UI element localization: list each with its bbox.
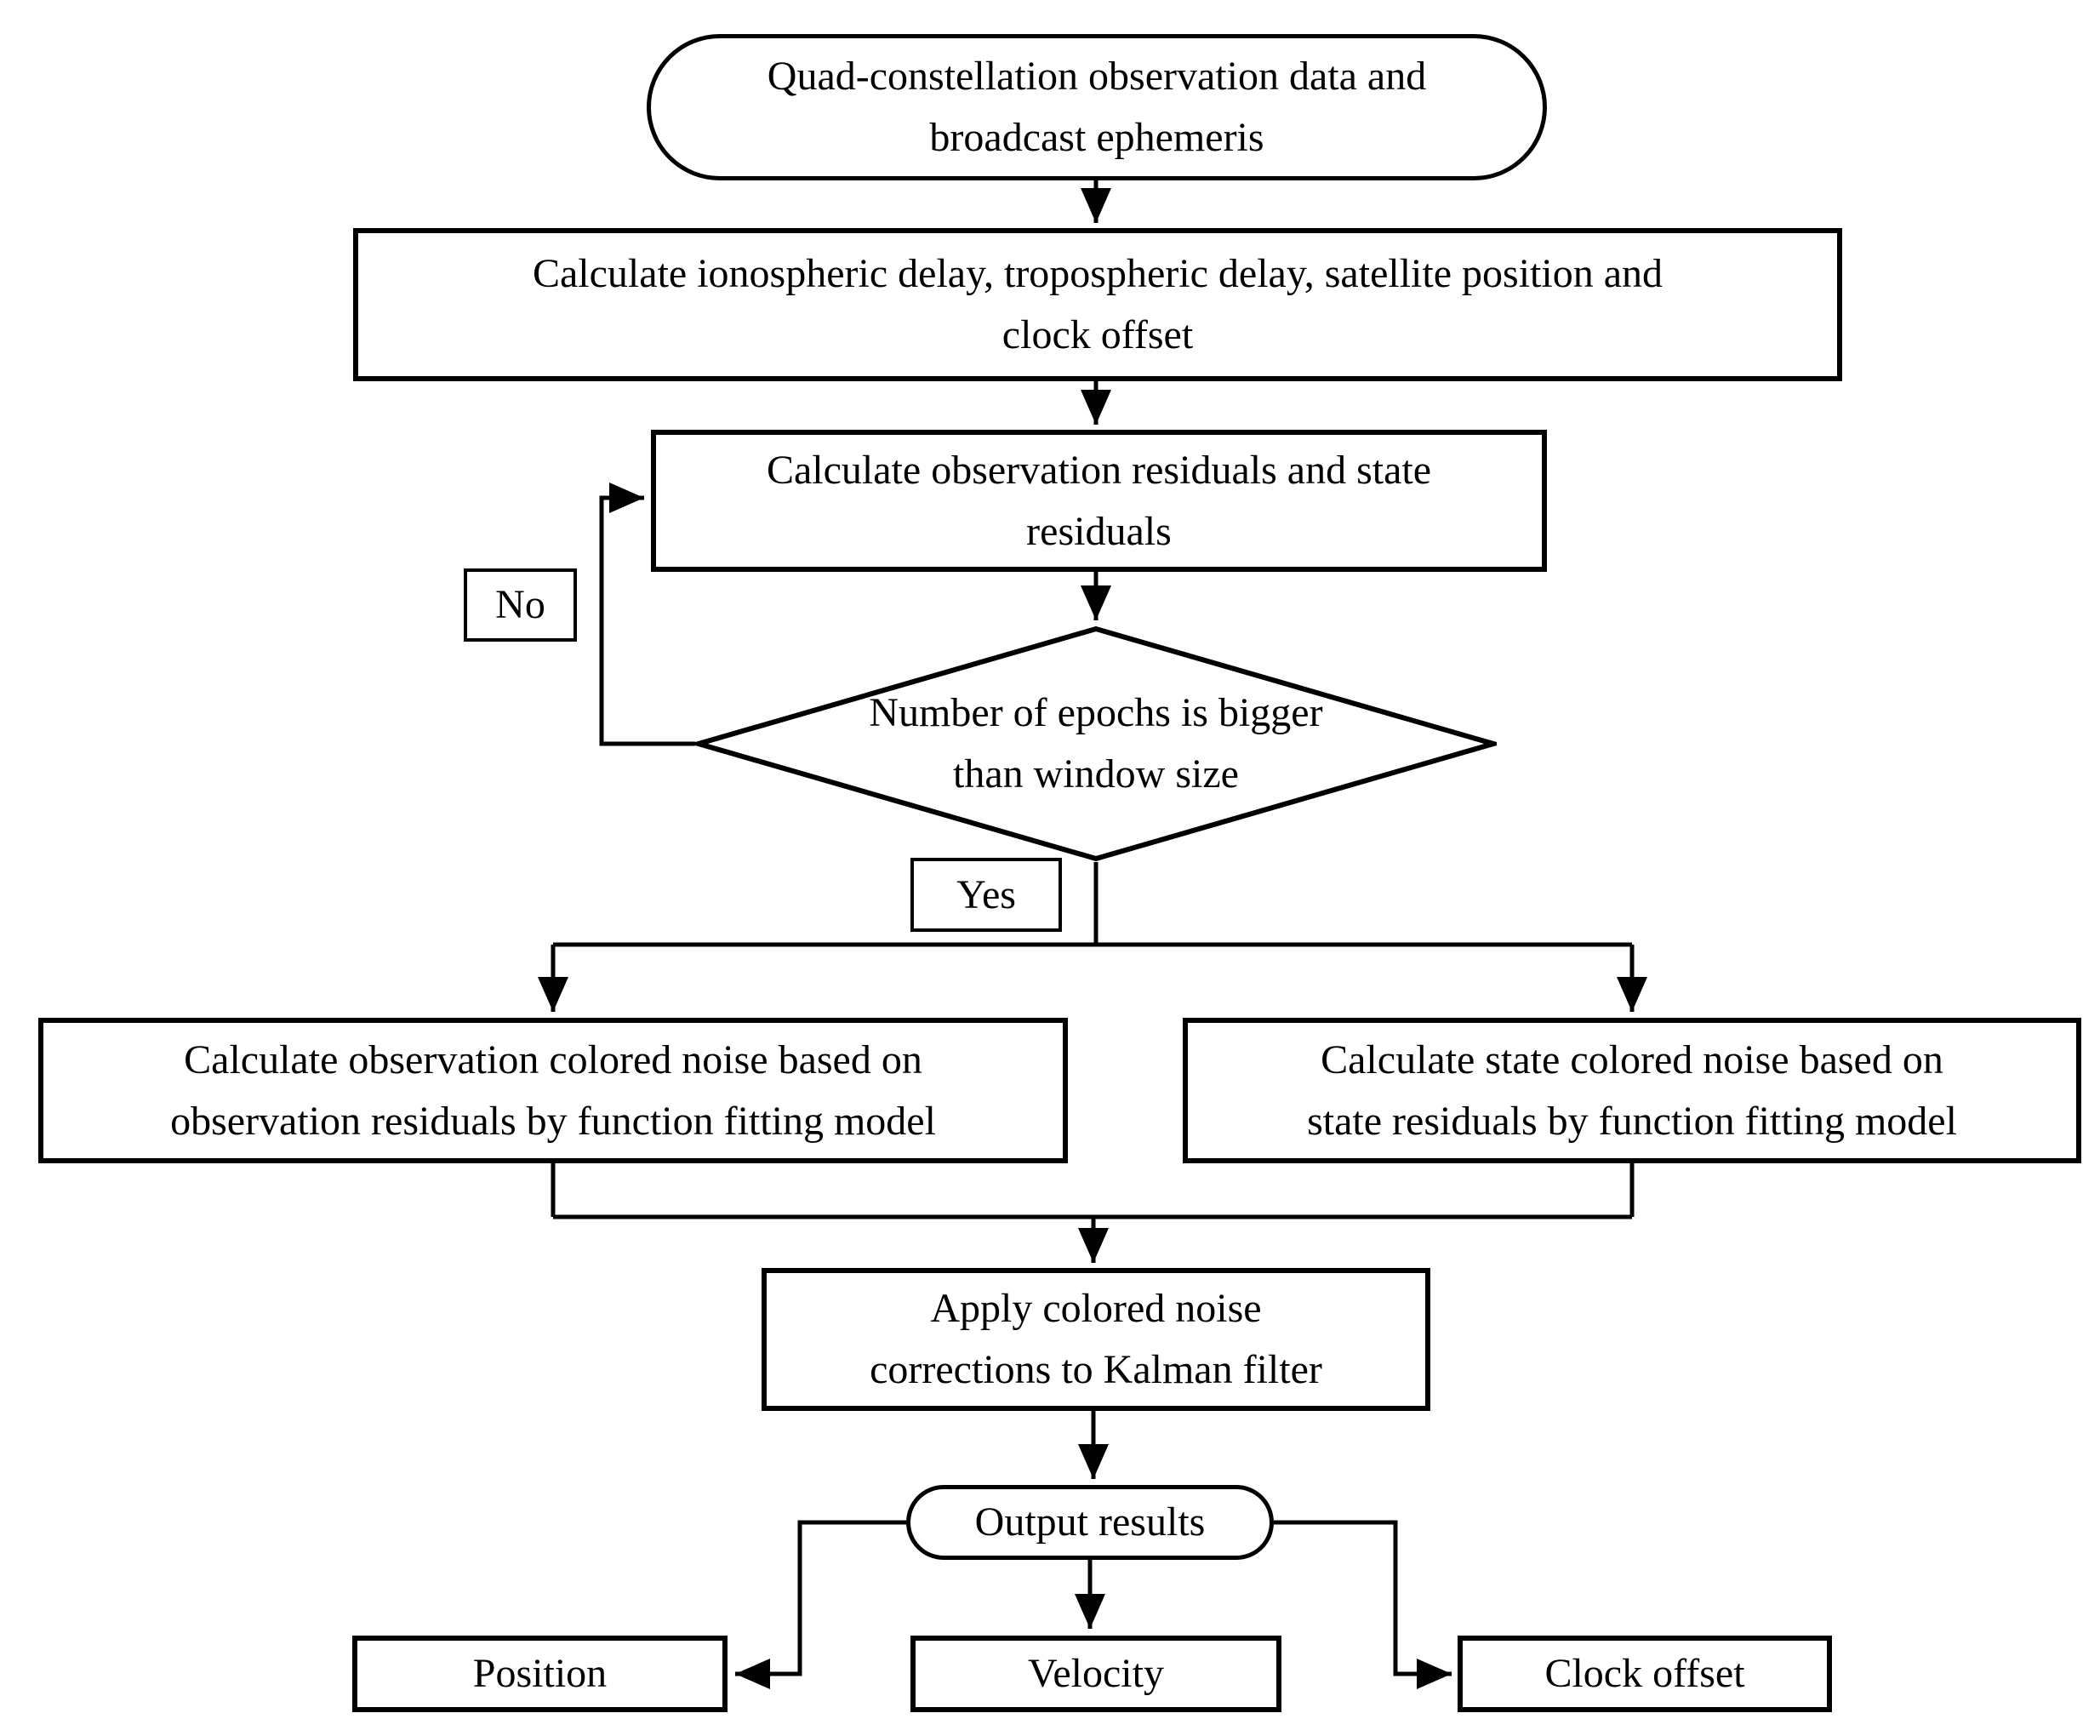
apply-corrections-label: Apply colored noise corrections to Kalma…: [870, 1286, 1322, 1392]
output-results-label: Output results: [974, 1499, 1206, 1545]
node-obs-colored-noise: Calculate observation colored noise base…: [38, 1018, 1068, 1163]
obs-colored-noise-label: Calculate observation colored noise base…: [170, 1036, 936, 1144]
node-calc-delays: Calculate ionospheric delay, tropospheri…: [353, 228, 1842, 381]
node-epoch-decision: Number of epochs is bigger than window s…: [695, 625, 1497, 862]
start-label: Quad-constellation observation data and …: [767, 54, 1427, 160]
epoch-decision-label: Number of epochs is bigger than window s…: [869, 690, 1323, 797]
state-colored-noise-label: Calculate state colored noise based on s…: [1307, 1036, 1957, 1144]
position-label: Position: [472, 1651, 608, 1696]
velocity-label: Velocity: [1028, 1651, 1164, 1696]
node-state-colored-noise: Calculate state colored noise based on s…: [1183, 1018, 2081, 1163]
calc-residuals-label: Calculate observation residuals and stat…: [766, 447, 1432, 554]
node-calc-residuals: Calculate observation residuals and stat…: [651, 430, 1547, 572]
edge-output-to-position: [735, 1520, 906, 1689]
node-yes-branch-label: Yes: [910, 858, 1062, 932]
node-output-results: Output results: [906, 1485, 1274, 1560]
calc-delays-label: Calculate ionospheric delay, tropospheri…: [532, 251, 1663, 357]
node-start: Quad-constellation observation data and …: [647, 34, 1547, 180]
node-position: Position: [352, 1636, 728, 1712]
edge-decision-no-loopback: [599, 483, 695, 746]
no-label: No: [495, 582, 545, 627]
clock-offset-label: Clock offset: [1544, 1651, 1745, 1696]
yes-label: Yes: [956, 871, 1016, 917]
node-no-branch-label: No: [464, 568, 577, 642]
edge-output-to-clock-offset: [1274, 1520, 1452, 1689]
diamond-shape: [695, 625, 1497, 862]
node-apply-corrections: Apply colored noise corrections to Kalma…: [762, 1268, 1430, 1411]
node-velocity: Velocity: [910, 1636, 1281, 1712]
node-clock-offset: Clock offset: [1458, 1636, 1832, 1712]
